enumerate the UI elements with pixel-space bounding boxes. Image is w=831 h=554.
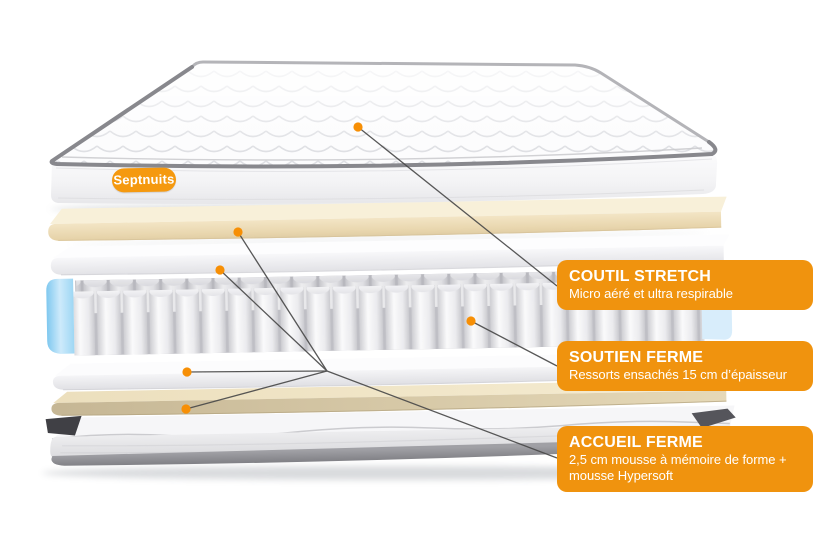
pocket-springs-marker xyxy=(466,316,476,326)
connector-soutien xyxy=(470,320,558,367)
connector-accueil xyxy=(326,370,558,459)
spring-encasement-left xyxy=(46,278,75,354)
hypersoft-foam-layer-marker xyxy=(215,265,225,275)
callout-accueil-ferme: ACCUEIL FERME 2,5 cm mousse à mémoire de… xyxy=(557,426,813,492)
base-corner-left xyxy=(45,415,82,436)
callout-subtitle: 2,5 cm mousse à mémoire de forme + mouss… xyxy=(569,452,787,483)
callout-subtitle: Ressorts ensachés 15 cm d’épaisseur xyxy=(569,367,787,382)
base-foam-layer-marker xyxy=(181,404,191,414)
callout-soutien-ferme: SOUTIEN FERME Ressorts ensachés 15 cm d’… xyxy=(557,341,813,391)
memory-foam-layer-marker xyxy=(233,227,243,237)
callout-subtitle: Micro aéré et ultra respirable xyxy=(569,286,733,301)
piping-front xyxy=(49,65,718,169)
foam-under-springs-marker xyxy=(182,367,192,377)
quilted-cover-marker xyxy=(353,122,363,132)
callout-title: SOUTIEN FERME xyxy=(569,349,704,366)
connectors xyxy=(185,126,558,459)
brand-badge: Septnuits xyxy=(111,167,177,193)
connector-coutil xyxy=(357,126,558,287)
layer-markers xyxy=(181,122,476,414)
base-corner-right xyxy=(691,408,736,429)
pocket-springs-layer xyxy=(46,269,733,356)
quilted-top-mattress xyxy=(49,60,718,204)
callout-coutil-stretch: COUTIL STRETCH Micro aéré et ultra respi… xyxy=(557,260,813,310)
layer-stack xyxy=(45,196,736,466)
callout-title: COUTIL STRETCH xyxy=(569,268,712,285)
callout-title: ACCUEIL FERME xyxy=(569,434,703,451)
piping-back xyxy=(190,60,711,144)
